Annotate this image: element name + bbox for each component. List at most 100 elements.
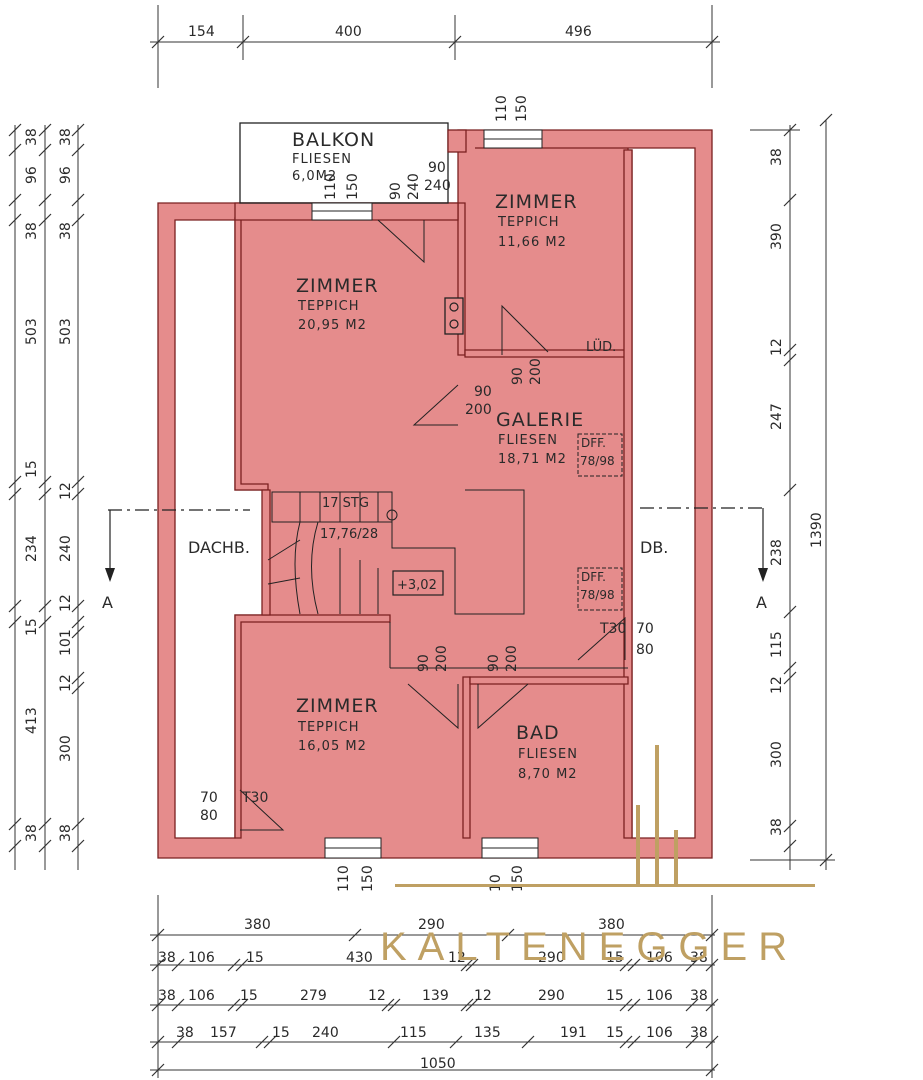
dim-top-3: 496 bbox=[565, 24, 592, 40]
room-zimmer-top-right: ZIMMER TEPPICH 11,66 M2 bbox=[495, 191, 578, 250]
dim-left-inner-6: 240 bbox=[58, 535, 74, 562]
level-box bbox=[392, 570, 444, 596]
dachboden-left-label: DACHB. bbox=[188, 538, 250, 557]
windows bbox=[311, 129, 543, 859]
section-line: A A bbox=[102, 507, 768, 612]
dff-upper-label: DFF. bbox=[581, 436, 606, 450]
brand-watermark: KALTENEGGER bbox=[380, 745, 815, 969]
dim-bottom-r3-2: 106 bbox=[188, 988, 215, 1004]
dim-left-inner-8: 101 bbox=[58, 629, 74, 656]
dim-right-3: 12 bbox=[769, 338, 785, 356]
dim-left-inner-5: 12 bbox=[58, 482, 74, 500]
dff-upper-dim: 78/98 bbox=[580, 454, 615, 468]
dim-bottom-r4-4: 240 bbox=[312, 1025, 339, 1041]
stairs-ratio-label: 17,76/28 bbox=[320, 527, 378, 542]
bad-area: 8,70 M2 bbox=[518, 767, 578, 782]
opening-zimmer1-200: 200 bbox=[528, 358, 544, 385]
dim-left-inner-1: 38 bbox=[58, 128, 74, 146]
dim-bottom-total: 1050 bbox=[420, 1056, 456, 1072]
dim-bottom-r2-6: 290 bbox=[538, 950, 565, 966]
zimmer2-area: 20,95 M2 bbox=[298, 318, 367, 333]
opening-top-110: 110 bbox=[494, 95, 510, 122]
dim-bottom-r4-3: 15 bbox=[272, 1025, 290, 1041]
dachboden-right-label: DB. bbox=[640, 538, 668, 557]
dim-left-outer-1: 38 bbox=[24, 128, 40, 146]
opening-balkon-90b: 90 bbox=[428, 160, 446, 176]
roof-window-upper: DFF. 78/98 bbox=[577, 433, 623, 477]
opening-zimmer3-90: 90 bbox=[416, 654, 432, 672]
roof-window-lower: DFF. 78/98 bbox=[577, 567, 623, 611]
dim-bottom-r2-7: 15 bbox=[606, 950, 624, 966]
dim-left-outer-6: 234 bbox=[24, 535, 40, 562]
dim-bottom-r2-3: 15 bbox=[246, 950, 264, 966]
dim-left-inner-3: 38 bbox=[58, 222, 74, 240]
section-label-left: A bbox=[102, 593, 113, 612]
dim-left-inner-2: 96 bbox=[58, 166, 74, 184]
dim-bottom-r1-2: 290 bbox=[418, 917, 445, 933]
zimmer1-area: 11,66 M2 bbox=[498, 235, 567, 250]
dim-top-1: 154 bbox=[188, 24, 215, 40]
zimmer3-material: TEPPICH bbox=[297, 720, 360, 735]
opening-zimmer1-90: 90 bbox=[510, 367, 526, 385]
opening-right-80: 80 bbox=[636, 642, 654, 658]
dim-left-outer-3: 38 bbox=[24, 222, 40, 240]
dim-right-total: 1390 bbox=[809, 512, 825, 548]
top-dimension-chain: 154 400 496 bbox=[150, 5, 720, 88]
dim-bottom-r4-10: 38 bbox=[690, 1025, 708, 1041]
zimmer1-name: ZIMMER bbox=[495, 191, 578, 213]
ventilation-label: LÜD. bbox=[586, 338, 616, 355]
opening-bottom-right-150: 150 bbox=[510, 865, 526, 892]
dim-bottom-r4-5: 115 bbox=[400, 1025, 427, 1041]
dim-left-inner-9: 12 bbox=[58, 674, 74, 692]
dim-bottom-r4-7: 191 bbox=[560, 1025, 587, 1041]
dim-bottom-r2-5: 12 bbox=[448, 950, 466, 966]
room-zimmer-top-left: ZIMMER TEPPICH 20,95 M2 bbox=[296, 275, 379, 333]
room-balkon: BALKON FLIESEN 6,0M2 bbox=[292, 129, 374, 184]
dim-bottom-r4-1: 38 bbox=[176, 1025, 194, 1041]
brand-logo-icon bbox=[395, 745, 815, 887]
dim-bottom-r2-2: 106 bbox=[188, 950, 215, 966]
dim-bottom-r3-6: 139 bbox=[422, 988, 449, 1004]
room-galerie: GALERIE FLIESEN 18,71 M2 bbox=[496, 409, 583, 467]
stairs-count-label: 17 STG bbox=[322, 496, 369, 511]
dim-bottom-r3-3: 15 bbox=[240, 988, 258, 1004]
level-label: +3,02 bbox=[397, 578, 437, 593]
opening-balkon-door-90: 90 bbox=[388, 182, 404, 200]
dim-left-inner-4: 503 bbox=[58, 318, 74, 345]
opening-balkon-door-240: 240 bbox=[406, 173, 422, 200]
opening-bottom-left-110: 110 bbox=[336, 865, 352, 892]
zimmer1-material: TEPPICH bbox=[497, 215, 560, 230]
opening-balkon-110: 110 bbox=[323, 173, 339, 200]
balkon-area: 6,0M2 bbox=[292, 169, 337, 184]
dim-right-5: 238 bbox=[769, 539, 785, 566]
dim-bottom-r4-6: 135 bbox=[474, 1025, 501, 1041]
opening-bad-200: 200 bbox=[504, 645, 520, 672]
dim-right-9: 38 bbox=[769, 818, 785, 836]
dim-right-8: 300 bbox=[769, 741, 785, 768]
dim-bottom-r4-8: 15 bbox=[606, 1025, 624, 1041]
dim-left-inner-10: 300 bbox=[58, 735, 74, 762]
galerie-material: FLIESEN bbox=[498, 433, 558, 448]
dim-left-outer-4: 503 bbox=[24, 318, 40, 345]
dim-bottom-r2-9: 38 bbox=[690, 950, 708, 966]
dim-left-outer-9: 38 bbox=[24, 824, 40, 842]
bad-name: BAD bbox=[516, 722, 560, 744]
zimmer3-name: ZIMMER bbox=[296, 695, 379, 717]
dim-top-2: 400 bbox=[335, 24, 362, 40]
dim-right-6: 115 bbox=[769, 631, 785, 658]
opening-left-70: 70 bbox=[200, 790, 218, 806]
zimmer3-area: 16,05 M2 bbox=[298, 739, 367, 754]
dim-right-4: 247 bbox=[769, 403, 785, 430]
dim-left-outer-8: 413 bbox=[24, 707, 40, 734]
dim-left-inner-11: 38 bbox=[58, 824, 74, 842]
dff-lower-label: DFF. bbox=[581, 570, 606, 584]
dim-right-2: 390 bbox=[769, 223, 785, 250]
dim-bottom-r3-4: 279 bbox=[300, 988, 327, 1004]
dim-bottom-r3-8: 290 bbox=[538, 988, 565, 1004]
right-dimension-chains: 38 390 12 247 238 115 12 300 38 1390 bbox=[750, 113, 835, 870]
zimmer2-name: ZIMMER bbox=[296, 275, 379, 297]
dim-bottom-r2-1: 38 bbox=[158, 950, 176, 966]
galerie-area: 18,71 M2 bbox=[498, 452, 567, 467]
room-bad: BAD FLIESEN 8,70 M2 bbox=[516, 722, 578, 782]
dim-bottom-r1-1: 380 bbox=[244, 917, 271, 933]
